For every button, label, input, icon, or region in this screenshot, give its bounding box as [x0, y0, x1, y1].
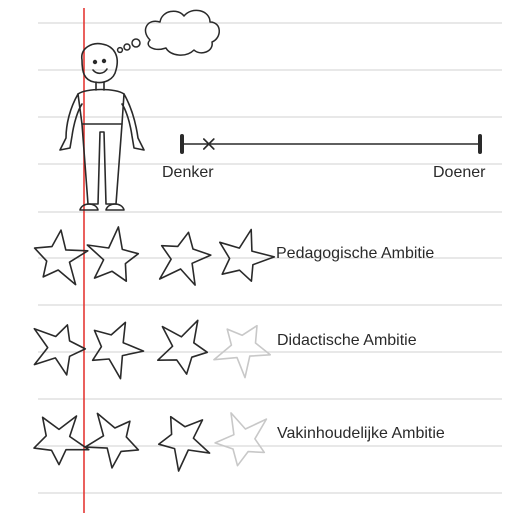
- rating-label-didactische: Didactische Ambitie: [277, 333, 417, 349]
- star-icon: [160, 232, 211, 285]
- star-icon: [34, 416, 89, 465]
- thought-cloud-icon: [118, 10, 220, 55]
- rating-label-vakinhoudelijke: Vakinhoudelijke Ambitie: [277, 426, 445, 442]
- star-icon: [35, 230, 88, 285]
- star-icon: [87, 227, 138, 281]
- scale-left-label: Denker: [162, 165, 214, 181]
- star-icon: [159, 417, 210, 471]
- star-icon: [34, 325, 85, 375]
- stick-figure-icon: [60, 44, 144, 210]
- star-empty-icon: [215, 413, 266, 466]
- star-icon: [158, 320, 208, 374]
- star-ratings: [34, 227, 274, 471]
- rating-label-pedagogische: Pedagogische Ambitie: [276, 246, 434, 262]
- scale-bar: [182, 136, 480, 152]
- scale-right-label: Doener: [433, 165, 485, 181]
- star-icon: [93, 322, 144, 378]
- star-icon: [220, 230, 274, 282]
- star-icon: [85, 413, 138, 468]
